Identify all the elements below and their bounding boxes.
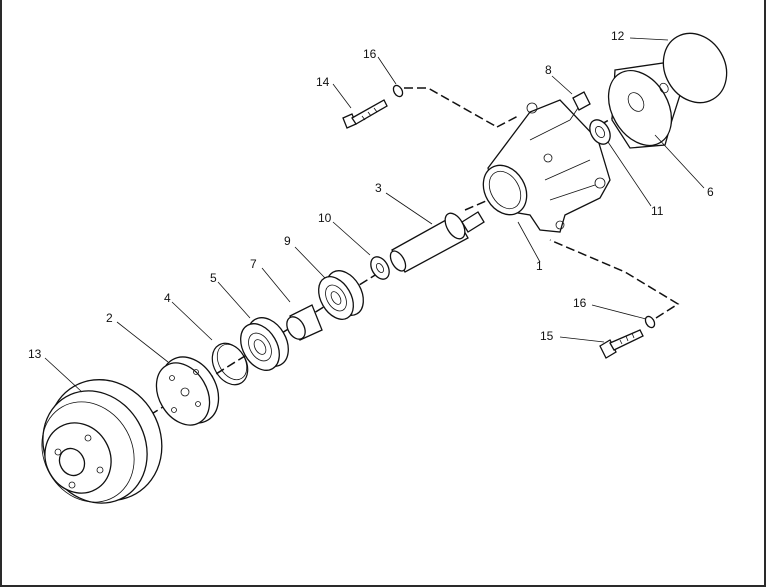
- part-6-impeller: [607, 61, 681, 149]
- callout-10: 10: [318, 211, 332, 225]
- part-8-plug: [569, 91, 591, 121]
- callout-11: 11: [651, 204, 664, 218]
- part-9-bearing: [318, 270, 364, 320]
- callout-16-lower: 16: [573, 296, 587, 310]
- part-1-housing: [482, 99, 611, 233]
- part-5-bearing: [240, 317, 289, 371]
- callout-12: 12: [611, 29, 625, 43]
- part-11-seal: [589, 119, 611, 145]
- part-16-washer-lower: [644, 315, 656, 329]
- part-14-bolt: [342, 99, 388, 129]
- part-2-hub: [155, 356, 220, 426]
- callout-7: 7: [250, 257, 257, 271]
- callout-3: 3: [375, 181, 382, 195]
- callout-8: 8: [545, 63, 552, 77]
- callout-15: 15: [540, 329, 554, 343]
- part-3-shaft: [389, 211, 485, 273]
- part-4-snap-ring: [211, 342, 249, 386]
- callout-13: 13: [28, 347, 42, 361]
- callout-4: 4: [164, 291, 171, 305]
- part-15-bolt: [599, 329, 644, 359]
- part-16-washer-upper: [392, 84, 404, 98]
- callout-14: 14: [316, 75, 330, 89]
- callout-6: 6: [707, 185, 714, 199]
- part-10-washer: [370, 256, 390, 280]
- upper-bolt-path: [404, 87, 521, 128]
- callout-5: 5: [210, 271, 217, 285]
- callout-16-upper: 16: [363, 47, 377, 61]
- part-12-gasket: [662, 32, 728, 104]
- leader-lines: [44, 37, 705, 393]
- callout-1: 1: [536, 259, 543, 273]
- callout-9: 9: [284, 234, 291, 248]
- lower-bolt-path: [549, 239, 680, 319]
- callout-2: 2: [106, 311, 113, 325]
- part-13-pulley: [41, 379, 163, 504]
- part-7-spacer: [286, 304, 323, 341]
